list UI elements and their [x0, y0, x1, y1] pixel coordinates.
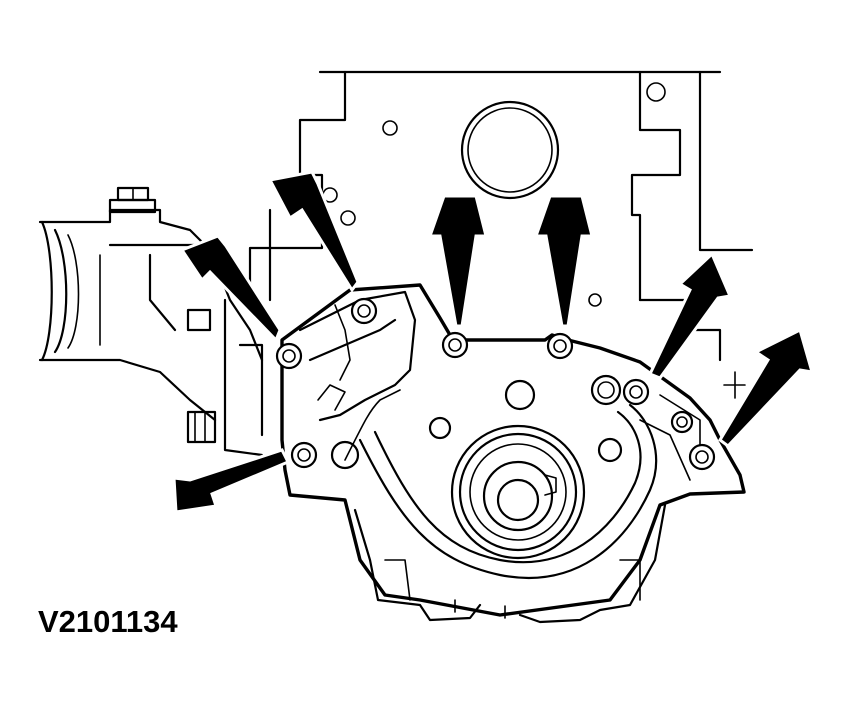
thermostat-housing — [38, 186, 264, 457]
arrow-pointer-3 — [427, 194, 488, 328]
bolt-7 — [290, 441, 318, 469]
arrow-pointer-4 — [533, 194, 594, 328]
bolt-extra-a — [670, 410, 694, 434]
arrow-pointer-5 — [647, 251, 733, 380]
bolt-1 — [275, 342, 303, 370]
arrow-pointer-7 — [172, 448, 291, 514]
bolt-3 — [441, 331, 469, 359]
front-cover — [280, 283, 746, 624]
bolt-5 — [622, 378, 650, 406]
arrow-pointer-6 — [718, 327, 815, 449]
arrow-pointer-1 — [179, 234, 282, 343]
figure-reference-id: V2101134 — [38, 604, 178, 639]
arrow-pointer-2 — [267, 170, 360, 293]
bolt-2 — [350, 297, 378, 325]
cover-bolts — [275, 297, 716, 471]
pointer-arrows — [172, 170, 815, 514]
bolt-4 — [546, 332, 574, 360]
bolt-6 — [688, 443, 716, 471]
